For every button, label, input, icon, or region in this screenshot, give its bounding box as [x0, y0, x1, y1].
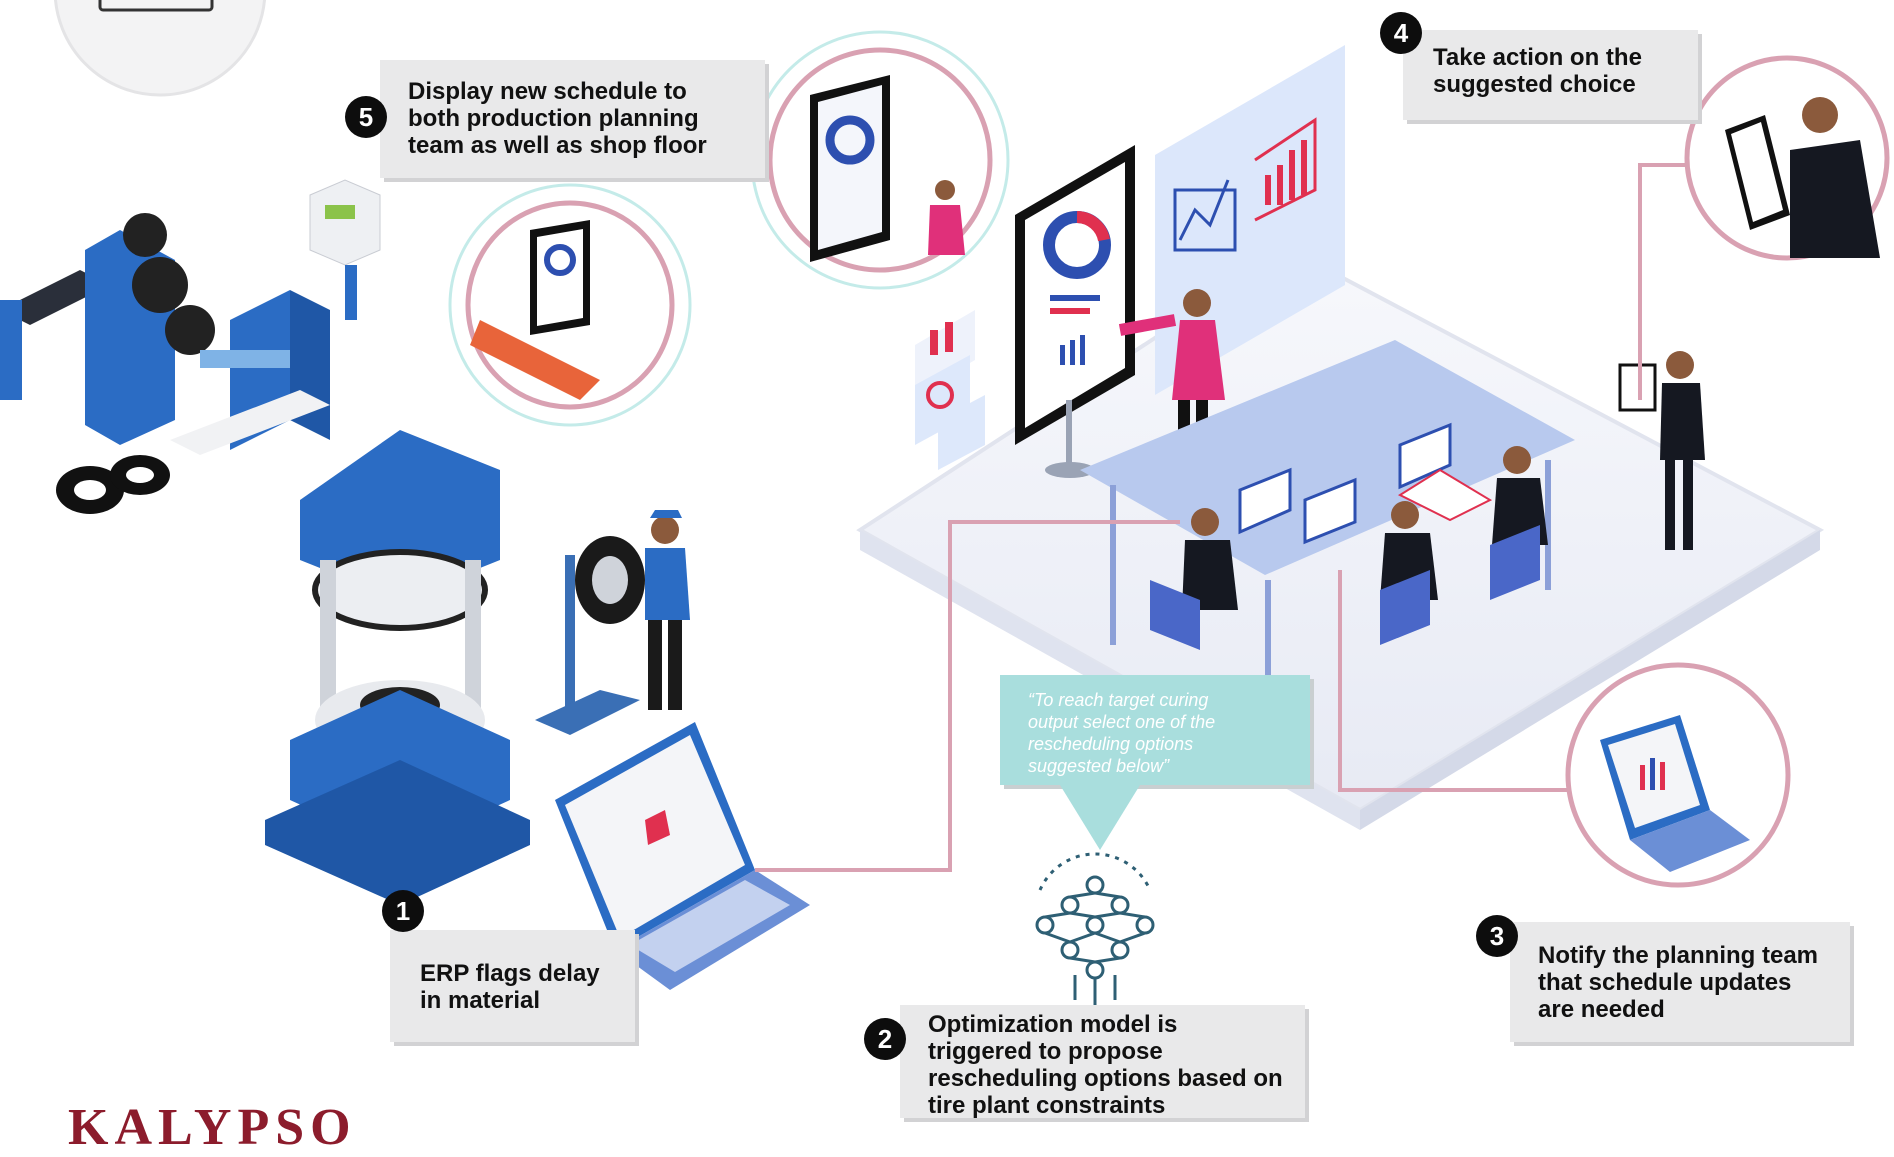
step-4-text: Take action on the suggested choice — [1433, 44, 1693, 98]
technician-with-tire — [535, 510, 690, 735]
chairs — [1150, 525, 1540, 650]
step-4-card — [1403, 30, 1698, 120]
team-members — [1182, 351, 1705, 610]
curing-press-machine — [265, 430, 530, 905]
vignette-tablet-user — [1684, 55, 1890, 261]
step-4-badge: 4 — [1380, 12, 1422, 54]
step-1-line: ERP flags delay — [420, 960, 600, 987]
quote-line: suggested below” — [1028, 756, 1170, 776]
neural-network-icon — [1035, 852, 1155, 1005]
step-1-badge: 1 — [382, 890, 424, 932]
step-5-line: Display new schedule to — [408, 78, 687, 105]
quote-line: “To reach target curing — [1028, 690, 1209, 710]
step-1-text: ERP flags delay in material — [420, 960, 630, 1014]
step-2-line: rescheduling options based on — [928, 1065, 1283, 1092]
step-2-line: tire plant constraints — [928, 1092, 1166, 1119]
step-3-badge: 3 — [1476, 915, 1518, 957]
step-5-text: Display new schedule to both production … — [408, 78, 758, 159]
step-3-card — [1510, 922, 1850, 1042]
vignette-laptop-user — [1565, 662, 1791, 888]
tire-building-machine — [0, 179, 381, 514]
laptops-on-table — [1238, 422, 1493, 545]
quote-text: “To reach target curing output select on… — [1028, 689, 1298, 777]
step-2-line: triggered to propose — [928, 1038, 1163, 1065]
quote-line: rescheduling options — [1028, 734, 1194, 754]
step-5-line: both production planning — [408, 105, 699, 132]
step-5-badge: 5 — [345, 96, 387, 138]
step-3-line: that schedule updates — [1538, 969, 1792, 996]
presentation-board — [1015, 145, 1135, 478]
step-4-line: Take action on the — [1433, 44, 1642, 71]
brand-logo: KALYPSO — [68, 1099, 357, 1156]
step-2-text: Optimization model is triggered to propo… — [928, 1011, 1303, 1119]
vignette-shop-floor-display — [448, 183, 692, 427]
corner-circle-icon — [54, 0, 266, 97]
step-3-line: Notify the planning team — [1538, 942, 1819, 969]
vignette-presentation — [750, 30, 1010, 290]
step-1-line: in material — [420, 987, 541, 1014]
step-2-badge: 2 — [864, 1018, 906, 1060]
step-3-text: Notify the planning team that schedule u… — [1538, 942, 1843, 1023]
step-2-line: Optimization model is — [928, 1011, 1178, 1038]
step-2-card — [900, 1005, 1305, 1118]
step-4-line: suggested choice — [1433, 71, 1636, 98]
step-5-card — [380, 60, 765, 178]
quote-bubble — [1000, 675, 1310, 785]
step-1-card — [390, 930, 635, 1042]
step-3-line: are needed — [1538, 996, 1665, 1023]
step-5-line: team as well as shop floor — [408, 132, 707, 159]
erp-laptop — [555, 722, 810, 990]
quote-line: output select one of the — [1028, 712, 1216, 732]
